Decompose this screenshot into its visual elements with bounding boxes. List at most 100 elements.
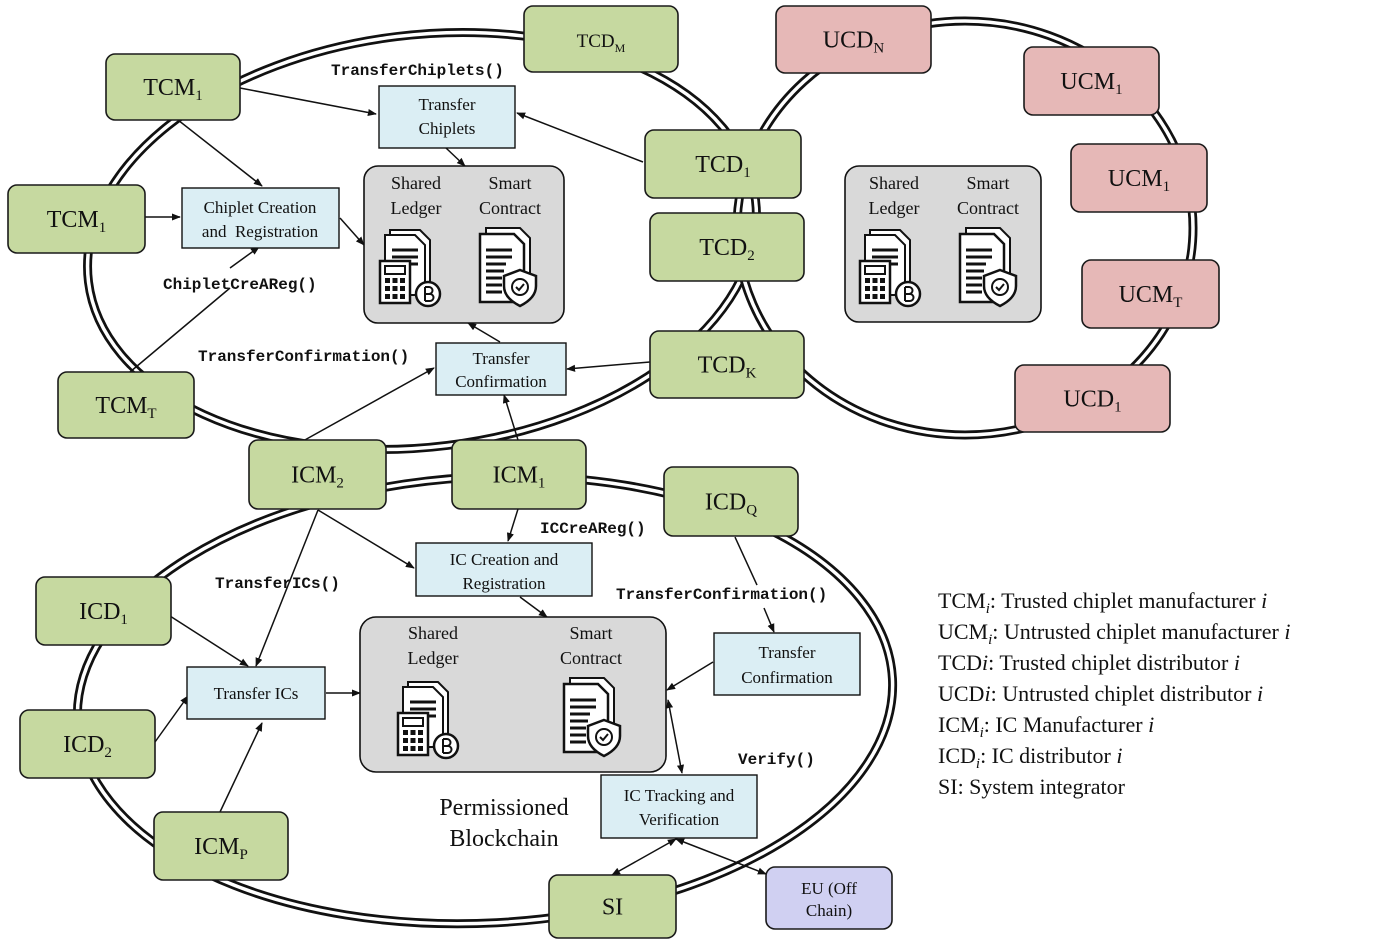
- process-ic-creation: IC Creation and Registration: [415, 542, 593, 597]
- smart-contract-icon: [562, 676, 622, 758]
- legend-item: ICDi: IC distributor i: [938, 743, 1122, 772]
- node-label: ICMP: [194, 834, 248, 863]
- node-icmP: ICMP: [153, 811, 289, 881]
- svg-text:Permissioned: Permissioned: [439, 795, 568, 821]
- process-transfer-confirmation-top: Transfer Confirmation: [435, 342, 567, 396]
- svg-text:IC Creation and: IC Creation and: [450, 550, 559, 569]
- arrow-ic-tracking-eu-bidirectional: [675, 838, 767, 875]
- shared-ledger-label-line2: Ledger: [869, 198, 920, 218]
- node-label: SI: [602, 895, 623, 921]
- process-transfer-chiplets: Transfer Chiplets: [378, 85, 516, 149]
- arrow-tcdK-to-transfer-confirmation: [566, 361, 651, 372]
- node-label: UCD1: [1063, 387, 1121, 416]
- shared-ledger-label-line1: Shared: [408, 623, 458, 643]
- node-tcd1: TCD1: [644, 129, 802, 199]
- shared-ledger-label-line1: Shared: [869, 173, 919, 193]
- ledger-icon: [396, 680, 460, 760]
- arrow-tcm1-to-transfer-chiplets: [239, 87, 377, 117]
- trusted-chiplet-ring: [83, 27, 761, 455]
- arrow-ic-tracking-si-bidirectional: [611, 838, 677, 876]
- shared-ledger-label-line2: Ledger: [408, 648, 459, 668]
- node-label: UCM1: [1060, 69, 1122, 98]
- node-tcdM: TCDM: [523, 5, 679, 73]
- smart-contract-icon: [958, 226, 1018, 308]
- legend: TCMi: Trusted chiplet manufacturer iUCMi…: [938, 588, 1290, 799]
- svg-text:Transfer ICs: Transfer ICs: [214, 684, 299, 703]
- fn-verify: Verify(): [738, 751, 815, 769]
- ledger-box-top: Shared Ledger Smart Contract: [363, 165, 565, 324]
- node-label: ICD2: [63, 732, 112, 761]
- node-tcmT: TCMT: [57, 371, 195, 439]
- arrow-icd2-to-transfer-ics: [154, 695, 189, 743]
- arrow-icm2-to-transfer-confirmation: [302, 367, 435, 442]
- node-icm2: ICM2: [248, 439, 387, 510]
- smart-contract-icon: [478, 226, 538, 308]
- line-tcmT-to-chipletcreareg: [129, 287, 231, 373]
- fn-chiplet-crea-reg: ChipletCreAReg(): [163, 276, 317, 294]
- smart-contract-label-line1: Smart: [967, 173, 1010, 193]
- node-label: ICD1: [79, 599, 128, 628]
- node-tcdK: TCDK: [649, 330, 805, 399]
- line-icdQ-down: [734, 536, 758, 586]
- smart-contract-label-line2: Contract: [560, 648, 622, 668]
- smart-contract-label-line1: Smart: [570, 623, 613, 643]
- ledger-box-ic: Shared Ledger Smart Contract: [359, 616, 667, 773]
- svg-text:IC Tracking and: IC Tracking and: [624, 786, 735, 805]
- node-label: UCM1: [1108, 166, 1170, 195]
- fn-transfer-chiplets: TransferChiplets(): [331, 62, 504, 80]
- node-label: UCMT: [1119, 282, 1183, 311]
- svg-text:Confirmation: Confirmation: [455, 372, 547, 391]
- process-transfer-confirmation-bottom: Transfer Confirmation: [713, 632, 861, 696]
- ledger-icon: [378, 228, 442, 308]
- arrow-to-transfer-confirmation-bottom: [763, 607, 775, 633]
- svg-text:Registration: Registration: [462, 574, 546, 593]
- svg-text:Transfer: Transfer: [759, 643, 816, 662]
- arrow-transfer-confirmation-to-ledger: [467, 322, 501, 343]
- legend-item: SI: System integrator: [938, 774, 1126, 799]
- arrow-chiplet-creation-to-ledger: [339, 217, 365, 246]
- node-icd1: ICD1: [35, 576, 172, 646]
- svg-text:Confirmation: Confirmation: [741, 668, 833, 687]
- svg-text:Verification: Verification: [639, 810, 720, 829]
- process-transfer-ics: Transfer ICs: [186, 666, 326, 720]
- arrow-ic-creation-to-ledger: [519, 596, 548, 618]
- node-ucm1-b: UCM1: [1070, 143, 1208, 213]
- process-chiplet-creation: Chiplet Creation and Registration: [181, 187, 340, 249]
- svg-text:Blockchain: Blockchain: [449, 826, 558, 852]
- svg-text:and Registration: and Registration: [202, 222, 319, 241]
- arrow-transfer-confirmation-bottom-to-ledger: [666, 661, 714, 691]
- node-label: TCMT: [95, 393, 156, 422]
- node-si: SI: [548, 874, 677, 939]
- node-label: UCDN: [823, 28, 885, 57]
- svg-text:Chiplets: Chiplets: [419, 119, 476, 138]
- node-icm1: ICM1: [451, 439, 587, 510]
- node-label: TCM1: [143, 75, 203, 104]
- arrow-tcm1-to-chiplet-creation: [177, 119, 263, 187]
- fn-transfer-confirmation-bottom: TransferConfirmation(): [616, 586, 827, 604]
- function-labels: TransferChiplets() ChipletCreAReg() Tran…: [163, 62, 827, 769]
- node-ucm1-a: UCM1: [1023, 46, 1160, 116]
- node-icd2: ICD2: [19, 709, 156, 779]
- eu-label-line1: EU (Off: [801, 879, 857, 898]
- svg-text:Transfer: Transfer: [473, 349, 530, 368]
- legend-item: TCMi: Trusted chiplet manufacturer i: [938, 588, 1267, 617]
- node-ucdN: UCDN: [775, 5, 932, 74]
- node-ucd1: UCD1: [1014, 364, 1171, 433]
- arrow-to-chiplet-creation: [229, 246, 260, 269]
- node-label: TCDK: [698, 353, 757, 382]
- node-ucmT: UCMT: [1081, 259, 1220, 329]
- fn-ic-crea-reg: ICCreAReg(): [540, 520, 646, 538]
- ledger-icon: [858, 228, 922, 308]
- permissioned-blockchain-label: Permissioned Blockchain: [439, 795, 568, 852]
- arrow-transfer-chiplets-to-ledger: [445, 147, 466, 167]
- legend-item: UCMi: Untrusted chiplet manufacturer i: [938, 619, 1290, 648]
- node-label: TCDM: [577, 31, 626, 55]
- svg-text:Transfer: Transfer: [419, 95, 476, 114]
- node-label: ICDQ: [705, 490, 757, 519]
- arrow-icm2-to-transfer-ics: [255, 509, 319, 667]
- legend-item: UCDi: Untrusted chiplet distributor i: [938, 681, 1263, 706]
- process-ic-tracking: IC Tracking and Verification: [600, 774, 758, 839]
